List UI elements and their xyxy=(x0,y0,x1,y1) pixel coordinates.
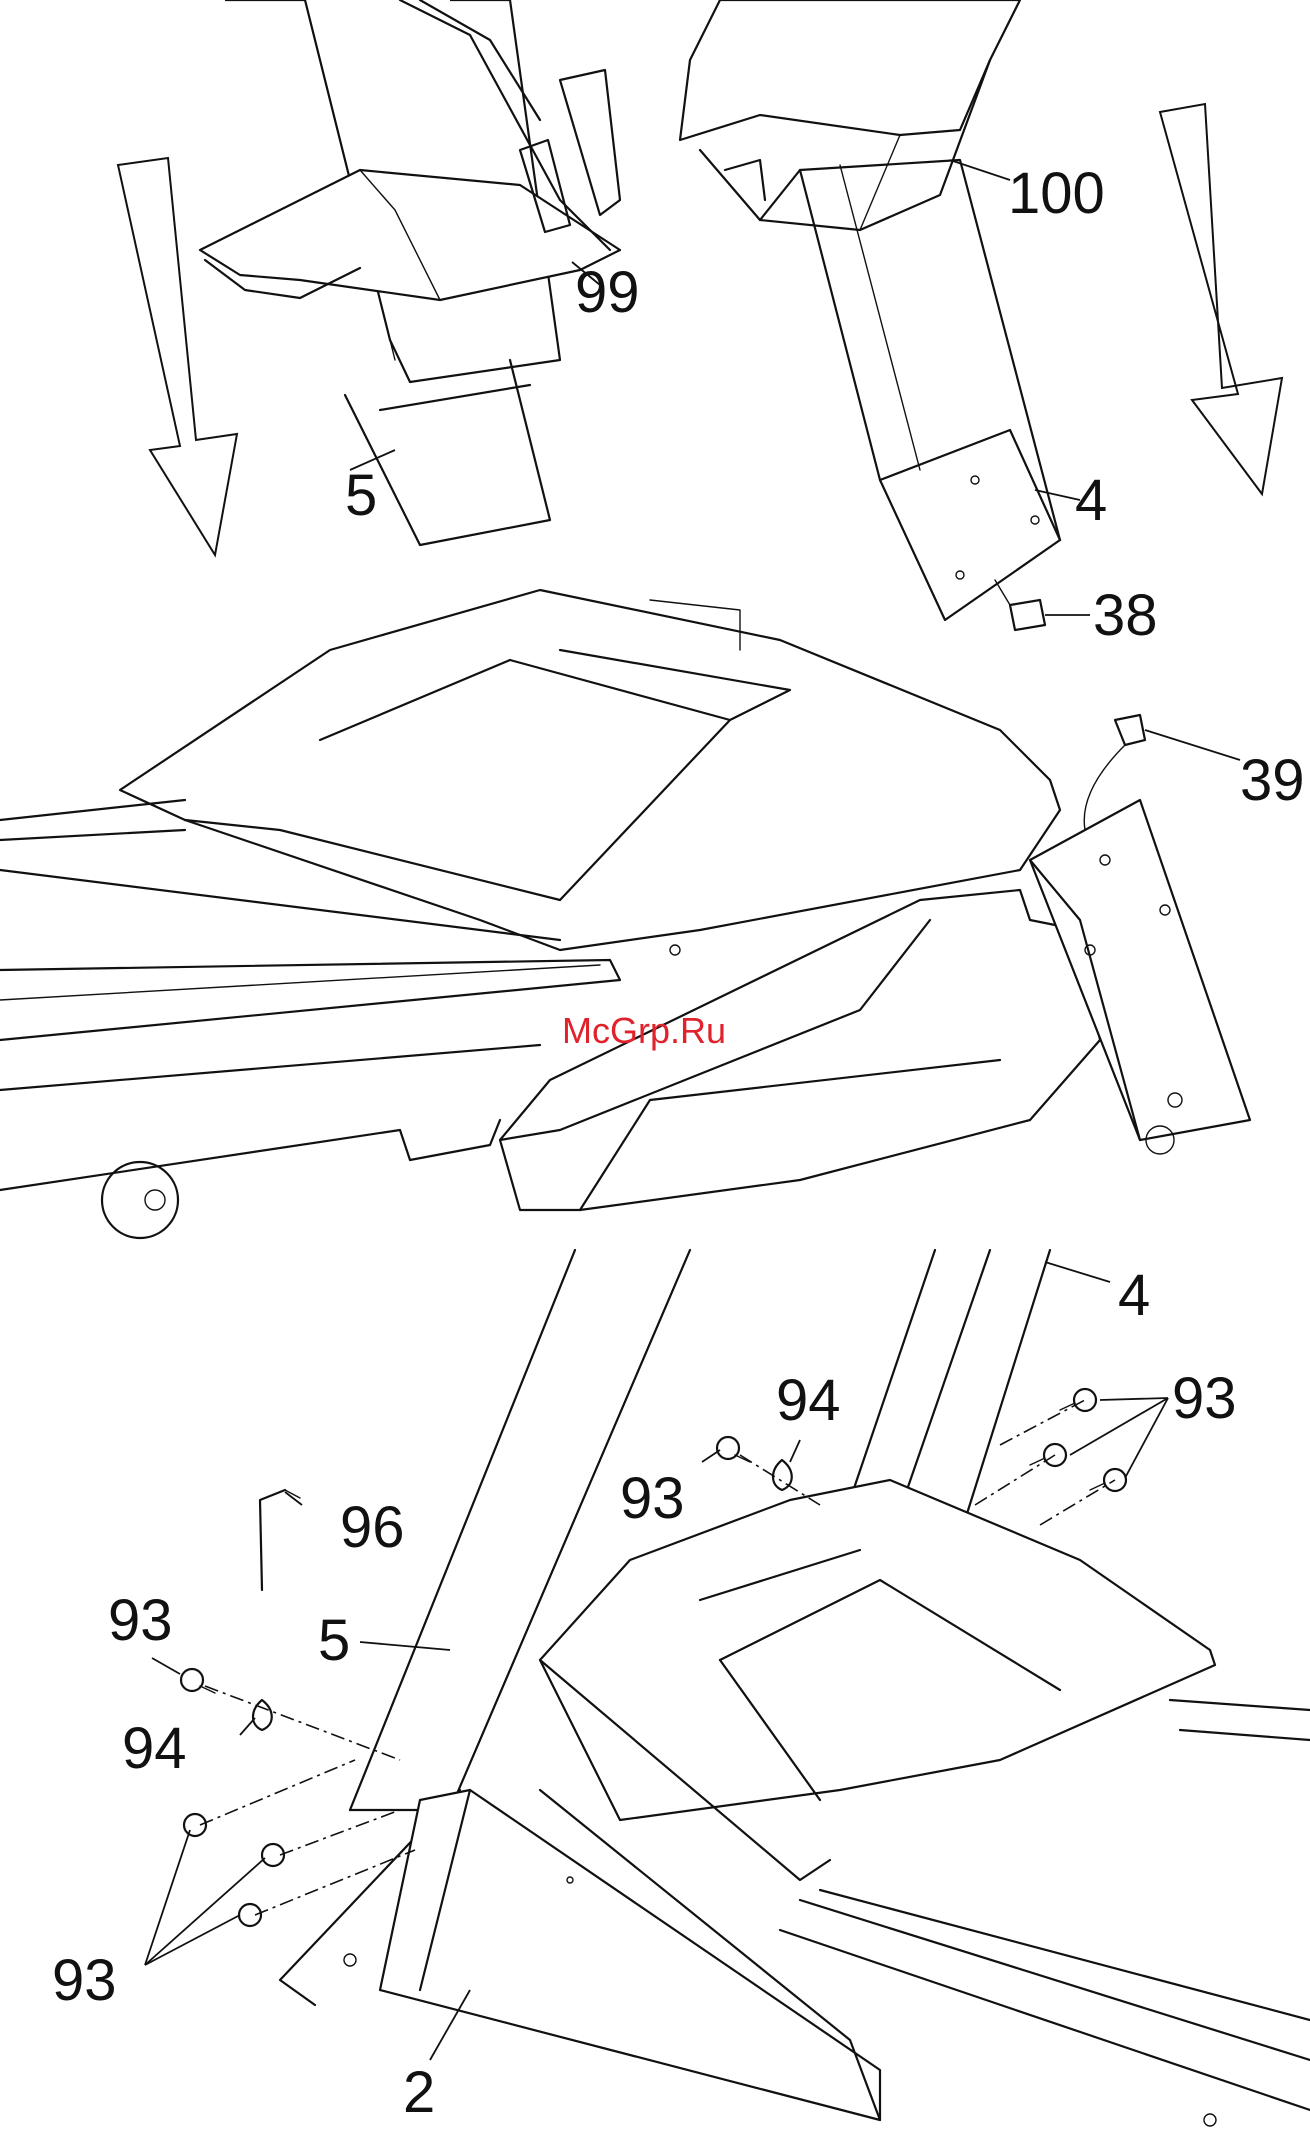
callout-96: 96 xyxy=(340,1495,405,1560)
callout-39: 39 xyxy=(1240,748,1305,813)
bolt-93-upper-right-2 xyxy=(1030,1444,1066,1466)
left-side-frame-bottom xyxy=(344,1790,1216,2126)
callout-38: 38 xyxy=(1093,583,1158,648)
callout-94-left: 94 xyxy=(122,1716,187,1781)
callout-93-left-group: 93 xyxy=(52,1948,117,2013)
front-wheel xyxy=(102,1120,500,1238)
callout-93-right-group: 93 xyxy=(1172,1366,1237,1431)
callout-93-left-single: 93 xyxy=(108,1588,173,1653)
callout-94-right: 94 xyxy=(776,1368,841,1433)
downward-arrow-right xyxy=(1160,104,1282,494)
callout-5-top: 5 xyxy=(345,463,377,528)
callout-4-bottom: 4 xyxy=(1118,1263,1150,1328)
console-hood-bottom xyxy=(540,1480,1215,1880)
watermark: McGrp.Ru xyxy=(562,1010,726,1051)
allen-wrench-96 xyxy=(260,1490,300,1590)
callout-99: 99 xyxy=(575,260,640,325)
callout-4-top: 4 xyxy=(1075,468,1107,533)
callout-2: 2 xyxy=(403,2060,435,2125)
bolt-93-left-group-1 xyxy=(184,1814,206,1836)
bolt-93-left-single xyxy=(181,1669,215,1693)
connector-38 xyxy=(995,580,1045,630)
bolt-93-upper-right-1 xyxy=(1060,1389,1096,1411)
right-upright-installed xyxy=(850,1250,1050,1520)
bolt-93-upper-right-3 xyxy=(1090,1469,1126,1491)
downward-arrow-left xyxy=(118,158,237,555)
bolt-93-left-group-3 xyxy=(239,1904,261,1926)
callout-5-bottom: 5 xyxy=(318,1608,350,1673)
callout-93-right-single: 93 xyxy=(620,1466,685,1531)
callout-100: 100 xyxy=(1008,161,1105,226)
